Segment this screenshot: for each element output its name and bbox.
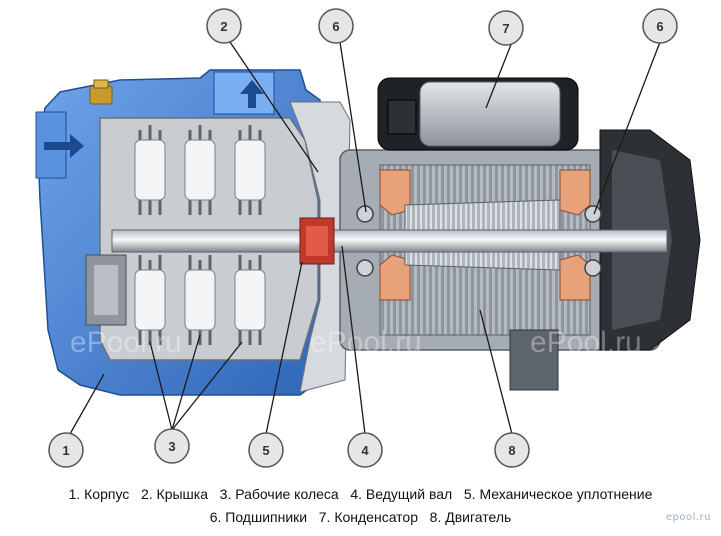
- caption-item: 2. Крышка: [140, 486, 208, 502]
- inlet-arrow-icon: [44, 134, 84, 158]
- watermark-text: ePool.ru: [530, 326, 642, 359]
- badge-label: 6: [332, 19, 339, 34]
- motor-foot: [509, 329, 559, 391]
- mechanical-seal: [299, 217, 335, 265]
- caption-item: 6. Подшипники: [209, 509, 308, 525]
- badge-6-left: 6: [318, 8, 354, 44]
- caption-item: 4. Ведущий вал: [350, 486, 453, 502]
- caption-item: 1. Корпус: [68, 486, 130, 502]
- badge-4: 4: [347, 432, 383, 468]
- badge-6-right: 6: [642, 8, 678, 44]
- badge-label: 4: [361, 443, 369, 458]
- badge-label: 6: [656, 19, 663, 34]
- drain-plug: [89, 79, 113, 105]
- capacitor: [377, 77, 579, 151]
- brand-logo: epool.ru: [665, 512, 711, 523]
- badge-label: 8: [508, 443, 515, 458]
- diffuser-block: [85, 254, 127, 326]
- bearing-rear: [584, 205, 602, 277]
- outlet-arrow-icon: [240, 80, 264, 108]
- watermark-text: ePool.ru: [310, 326, 422, 359]
- badge-1: 1: [48, 432, 84, 468]
- caption-line-2: 6. Подшипники 7. Конденсатор 8. Двигател…: [0, 509, 721, 525]
- watermark-text: ePool.ru: [70, 326, 182, 359]
- caption-item: 3. Рабочие колеса: [219, 486, 339, 502]
- badge-7: 7: [488, 10, 524, 46]
- caption-line-1: 1. Корпус 2. Крышка 3. Рабочие колеса 4.…: [0, 486, 721, 502]
- badge-8: 8: [494, 432, 530, 468]
- leader-lines: [69, 41, 661, 435]
- badge-label: 1: [62, 443, 69, 458]
- badge-label: 2: [220, 19, 227, 34]
- badge-label: 7: [502, 21, 509, 36]
- impellers: [134, 124, 266, 345]
- caption-item: 8. Двигатель: [429, 509, 512, 525]
- badge-label: 3: [168, 439, 175, 454]
- badge-2: 2: [206, 8, 242, 44]
- badge-5: 5: [248, 432, 284, 468]
- badge-3: 3: [154, 428, 190, 464]
- badge-label: 5: [262, 443, 269, 458]
- drive-shaft: [111, 229, 668, 253]
- bearing-front: [356, 205, 374, 277]
- caption-item: 7. Конденсатор: [318, 509, 418, 525]
- caption-item: 5. Механическое уплотнение: [463, 486, 653, 502]
- watermark-group: ePool.ru ePool.ru ePool.ru: [70, 326, 642, 359]
